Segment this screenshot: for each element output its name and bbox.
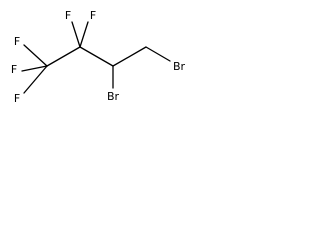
bond-c1-c2 xyxy=(46,46,81,67)
atom-f-top-right: F xyxy=(90,9,96,22)
atom-labels: F F F F F Br Br xyxy=(11,9,186,105)
atom-f-left-top: F xyxy=(14,35,20,48)
bond-c2-f-right xyxy=(79,21,89,48)
bond-lines xyxy=(21,21,171,94)
bond-c4-br xyxy=(145,46,171,62)
bond-c2-c3 xyxy=(79,46,114,67)
bond-c3-c4 xyxy=(112,46,147,67)
bond-c1-f-mid xyxy=(21,65,48,72)
bond-c2-f-left xyxy=(71,21,81,48)
bond-c1-f-bottom xyxy=(23,65,48,94)
atom-f-left-bottom: F xyxy=(14,92,20,105)
bond-c1-f-top xyxy=(23,44,48,67)
atom-br-right: Br xyxy=(173,60,186,73)
atom-f-top-left: F xyxy=(65,9,71,22)
atom-br-bottom: Br xyxy=(107,90,120,103)
chemical-structure: F F F F F Br Br xyxy=(11,9,186,105)
atom-f-left-mid: F xyxy=(11,63,17,76)
